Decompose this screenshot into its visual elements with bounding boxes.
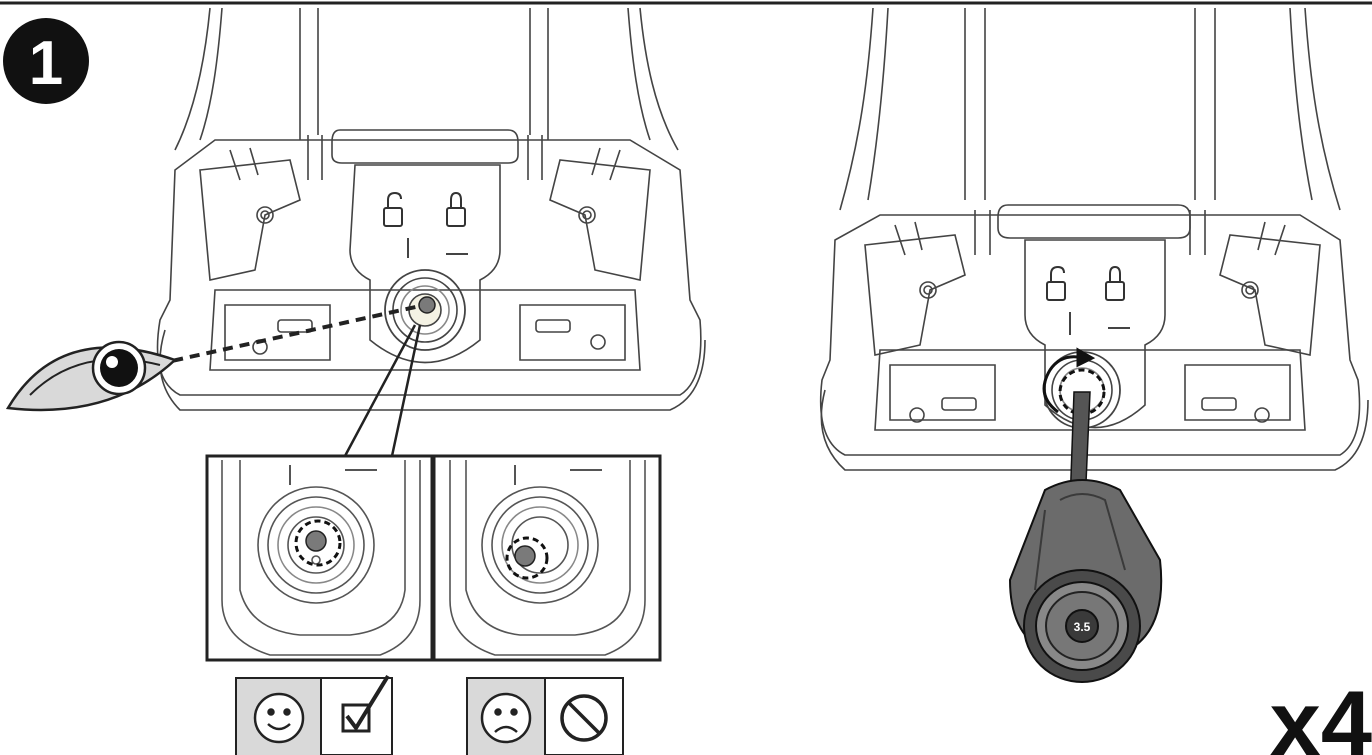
sight-line xyxy=(139,304,421,370)
callout-pointer xyxy=(343,324,422,457)
detail-panel-incorrect xyxy=(432,454,662,662)
sad-face-icon xyxy=(480,692,532,744)
highlight-circle-correct xyxy=(294,519,342,567)
right-foot-assembly xyxy=(819,7,1369,471)
checkbox-checked-icon xyxy=(341,674,390,733)
rotate-arrow-icon xyxy=(1042,347,1106,416)
screwdriver: 3.5 xyxy=(1008,391,1163,683)
unlocked-padlock-icon-right xyxy=(1046,265,1066,301)
quantity-multiplier: x4 xyxy=(1270,673,1372,755)
pin-correct xyxy=(305,530,327,552)
happy-face-icon xyxy=(253,692,305,744)
step-number: 1 xyxy=(29,29,63,98)
screwdriver-size-label: 3.5 xyxy=(1074,620,1091,634)
prohibited-icon xyxy=(560,694,608,742)
detail-panel-correct xyxy=(205,454,434,662)
pin-incorrect xyxy=(514,545,536,567)
locked-padlock-icon xyxy=(446,191,466,227)
result-incorrect xyxy=(466,677,624,755)
step-badge: 1 xyxy=(3,18,89,104)
highlight-circle-incorrect xyxy=(505,536,549,580)
locked-padlock-icon-right xyxy=(1105,265,1125,301)
eye-icon xyxy=(5,340,178,412)
left-foot-assembly xyxy=(156,7,706,411)
unlocked-padlock-icon xyxy=(383,191,403,227)
lock-pin xyxy=(418,296,436,314)
result-correct xyxy=(235,674,393,755)
